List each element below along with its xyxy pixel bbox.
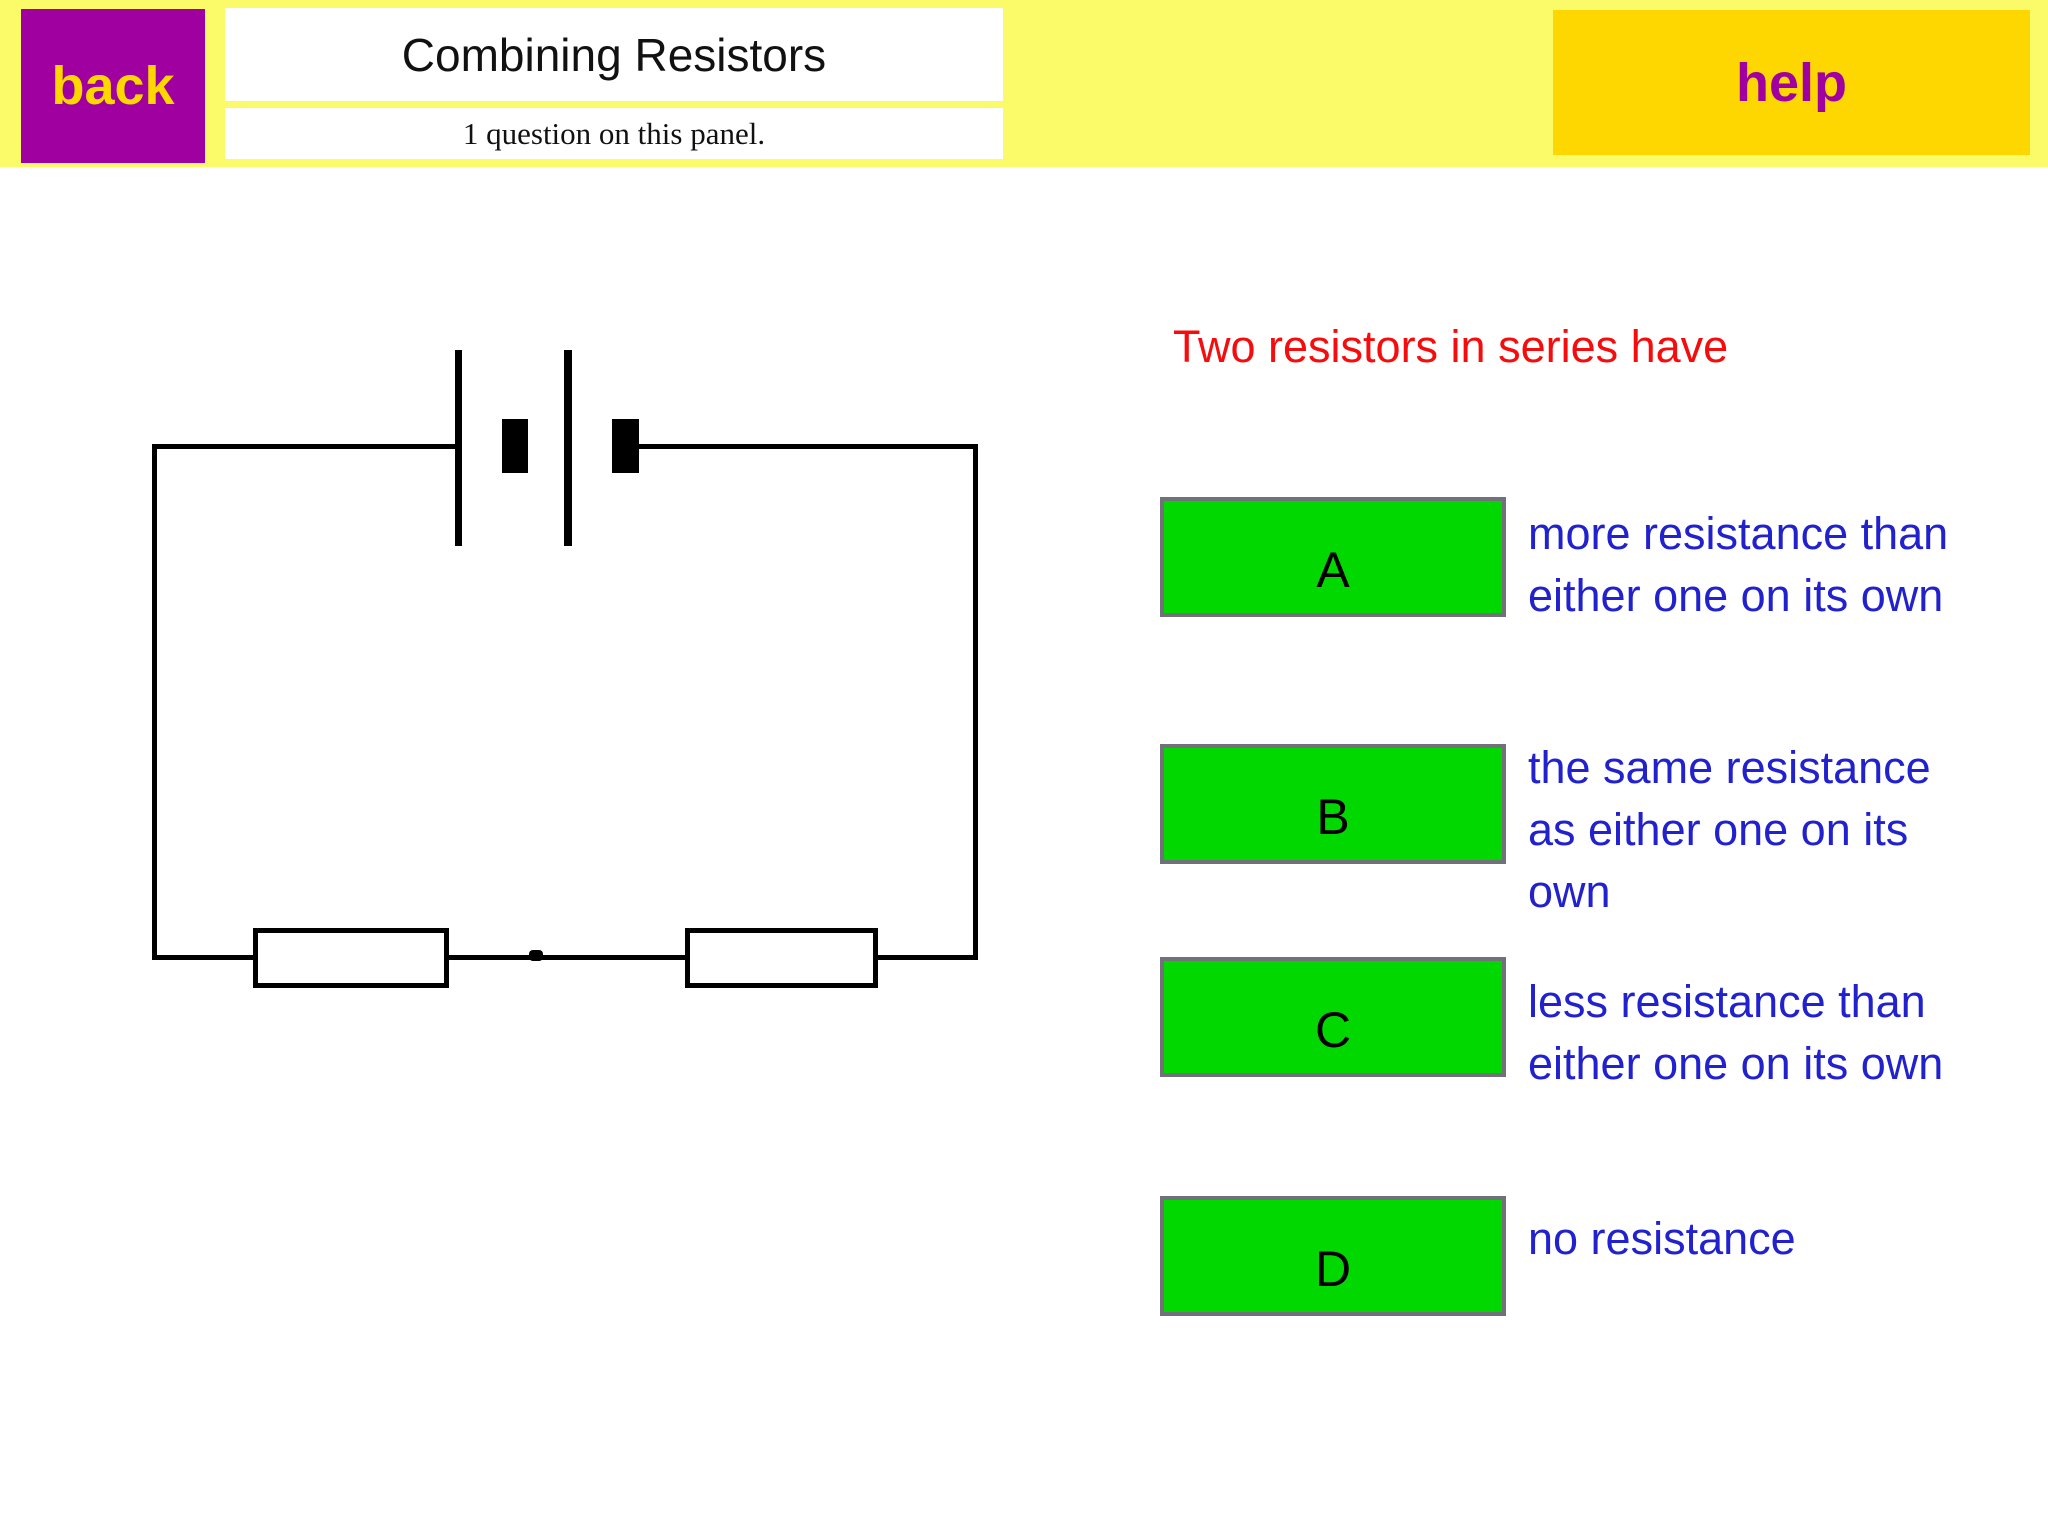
battery-long-plate-2 <box>564 350 572 546</box>
resistor-box-1 <box>253 928 449 988</box>
wire-bottom <box>152 955 978 960</box>
answer-label-a: more resistance than either one on its o… <box>1528 508 1949 621</box>
answer-button-c[interactable]: C <box>1160 957 1506 1077</box>
back-button[interactable]: back <box>21 9 205 163</box>
answer-button-a[interactable]: A <box>1160 497 1506 617</box>
panel-subtitle: 1 question on this panel. <box>225 108 1003 159</box>
header-bar: back Combining Resistors 1 question on t… <box>0 0 2048 167</box>
wire-right <box>973 444 978 960</box>
answer-label-d: no resistance <box>1528 1213 1796 1264</box>
wire-top-right <box>637 444 978 449</box>
answer-label-b: the same resistance as either one on its… <box>1528 742 1931 917</box>
wire-junction-dot <box>529 950 543 961</box>
wire-top-left <box>152 444 457 449</box>
answer-label-c: less resistance than either one on its o… <box>1528 976 1944 1089</box>
answer-button-b[interactable]: B <box>1160 744 1506 864</box>
battery-long-plate-1 <box>455 350 462 546</box>
question-text: Two resistors in series have <box>1173 321 1729 372</box>
battery-short-plate-1 <box>502 419 528 473</box>
answer-button-d[interactable]: D <box>1160 1196 1506 1316</box>
resistor-box-2 <box>685 928 878 988</box>
wire-left <box>152 444 157 960</box>
battery-short-plate-2 <box>612 419 639 473</box>
page-title: Combining Resistors <box>225 8 1003 101</box>
help-button[interactable]: help <box>1553 10 2030 155</box>
